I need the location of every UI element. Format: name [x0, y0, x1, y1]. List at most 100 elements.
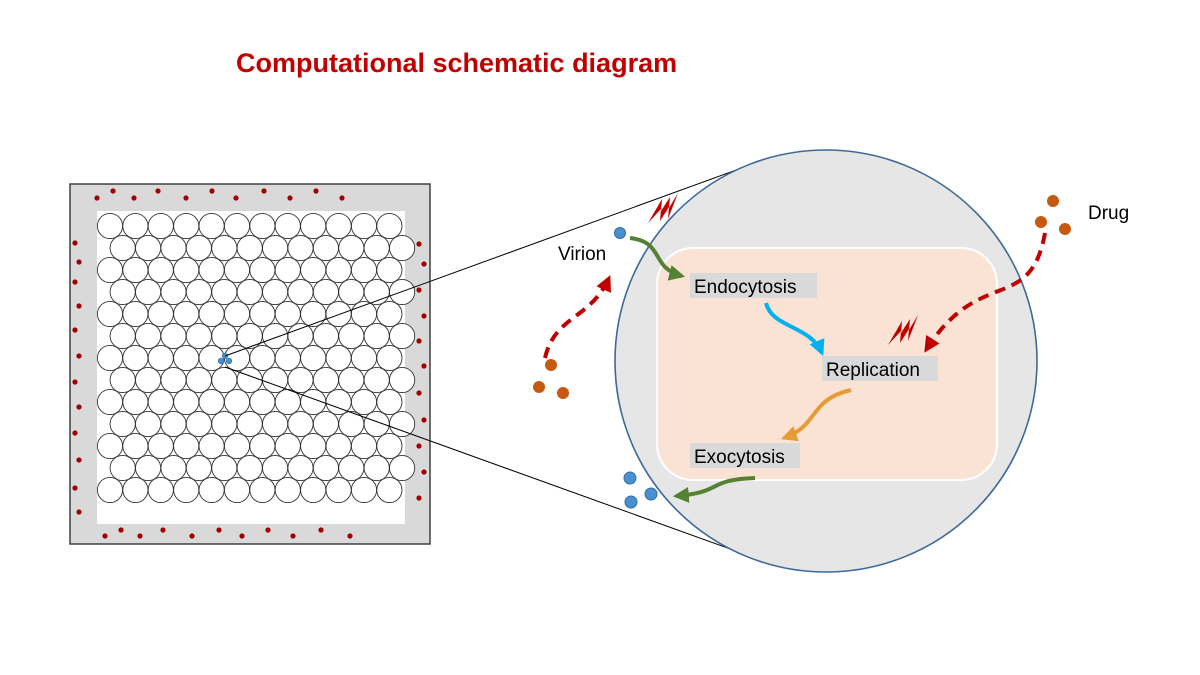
tissue-cell	[236, 454, 263, 482]
tissue-cell	[236, 366, 263, 394]
tissue-cell	[173, 212, 200, 240]
tissue-cell	[249, 476, 276, 504]
tissue-cell	[249, 212, 276, 240]
tissue-cell	[135, 278, 162, 306]
extracellular-particle	[72, 430, 78, 436]
tissue-cell	[274, 344, 301, 372]
released-virion	[623, 471, 637, 485]
virion-label: Virion	[558, 244, 606, 265]
tissue-cell	[122, 432, 149, 460]
tissue-cell	[363, 410, 390, 438]
virion-particle	[614, 227, 626, 239]
tissue-cell	[312, 410, 339, 438]
tissue-cell	[300, 476, 327, 504]
tissue-cell	[363, 454, 390, 482]
tissue-cell	[160, 322, 187, 350]
extracellular-particle	[421, 313, 427, 319]
tissue-cell	[211, 454, 238, 482]
tissue-cell	[109, 234, 136, 262]
extracellular-particle	[76, 509, 82, 515]
extracellular-particle	[416, 390, 422, 396]
tissue-cell	[109, 410, 136, 438]
extracellular-particle	[313, 188, 319, 194]
extracellular-particle	[416, 338, 422, 344]
extracellular-particle	[155, 188, 161, 194]
tissue-cell	[122, 256, 149, 284]
tissue-cell	[147, 432, 174, 460]
extracellular-particle	[131, 195, 137, 201]
tissue-cell	[96, 388, 124, 416]
tissue-cell	[185, 366, 212, 394]
replication-arrow	[764, 302, 825, 356]
tissue-cell	[262, 278, 289, 306]
tissue-cell	[211, 366, 238, 394]
tissue-cell	[96, 476, 124, 504]
tissue-cell	[135, 322, 162, 350]
diagram-title: Computational schematic diagram	[236, 48, 678, 78]
tissue-cell	[376, 256, 403, 284]
tissue-cell	[96, 344, 124, 372]
released-virion	[644, 487, 658, 501]
extracellular-particle	[416, 241, 422, 247]
extracellular-particle	[421, 261, 427, 267]
extracellular-particle	[339, 195, 345, 201]
tissue-cell	[173, 432, 200, 460]
assembly-arrow	[780, 388, 852, 442]
svg-text:Replication: Replication	[826, 360, 920, 381]
tissue-cell	[236, 234, 263, 262]
tissue-cell	[223, 344, 251, 372]
extracellular-particle	[416, 495, 422, 501]
tissue-cell	[262, 454, 289, 482]
tissue-cell	[376, 432, 403, 460]
tissue-cell	[262, 410, 289, 438]
tissue-cell	[223, 300, 251, 328]
tissue-cell	[325, 300, 352, 328]
tissue-cell	[135, 454, 162, 482]
extracellular-particle	[265, 527, 271, 533]
tissue-cell	[300, 212, 327, 240]
extracellular-dots	[72, 188, 427, 539]
tissue-cell	[363, 366, 390, 394]
drug-particle	[1035, 216, 1047, 228]
extracellular-particle	[94, 195, 100, 201]
extracellular-particle	[347, 533, 353, 539]
tissue-cell	[312, 322, 339, 350]
extracellular-particle	[72, 485, 78, 491]
drug-particle	[545, 359, 557, 371]
tissue-cell	[122, 300, 149, 328]
tissue-cell	[173, 344, 200, 372]
tissue-cell	[173, 256, 200, 284]
tissue-cell	[160, 234, 187, 262]
tissue-cell	[287, 234, 314, 262]
drug-entry-path-right	[924, 232, 1047, 353]
tissue-cell	[325, 432, 352, 460]
tissue-cell	[198, 432, 225, 460]
tissue-cell	[300, 300, 327, 328]
extracellular-particle	[318, 527, 324, 533]
extracellular-particle	[421, 363, 427, 369]
tissue-cell	[147, 256, 174, 284]
tissue-cell	[338, 366, 365, 394]
tissue-cell	[287, 322, 314, 350]
tissue-cell	[262, 366, 289, 394]
tissue-cell	[198, 212, 225, 240]
tissue-cell	[274, 212, 301, 240]
tissue-cell	[350, 388, 378, 416]
tissue-cell	[185, 410, 212, 438]
tissue-cell	[389, 366, 416, 394]
tissue-cell	[249, 432, 276, 460]
drug-label: Drug	[1088, 203, 1129, 224]
tissue-cell	[287, 366, 314, 394]
tissue-cell	[249, 388, 276, 416]
tissue-cell	[185, 234, 212, 262]
extracellular-particle	[72, 379, 78, 385]
extracellular-particle	[416, 443, 422, 449]
tissue-cell	[147, 212, 174, 240]
tissue-cell	[198, 388, 225, 416]
extracellular-particle	[118, 527, 124, 533]
tissue-cell	[147, 476, 174, 504]
tissue-cell	[363, 322, 390, 350]
tissue-cell	[236, 322, 263, 350]
extracellular-particle	[416, 287, 422, 293]
